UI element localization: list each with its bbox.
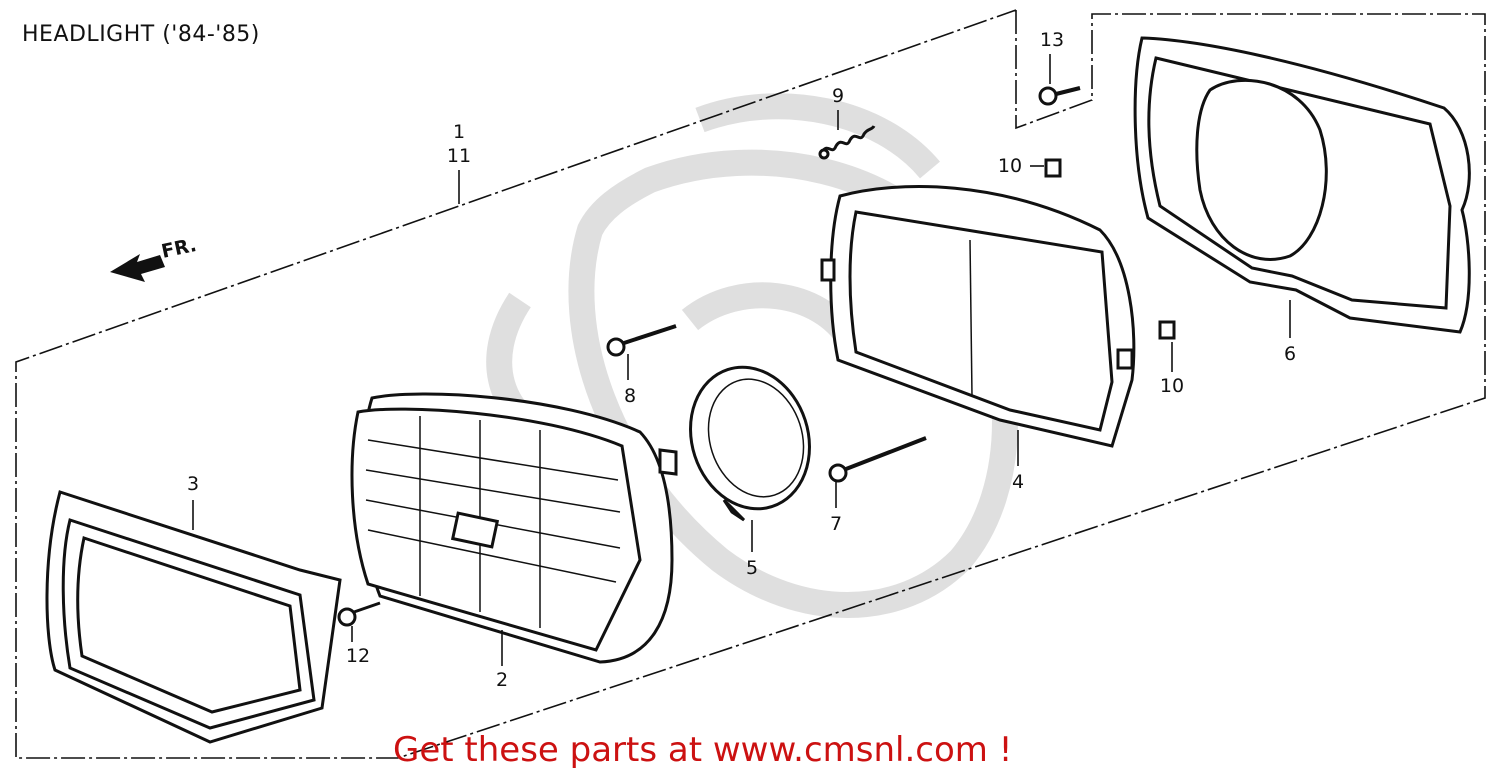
page-title: HEADLIGHT ('84-'85): [22, 22, 260, 47]
callout-8: 8: [624, 385, 636, 407]
part-12-screw: [337, 601, 381, 627]
part-13-screw: [1038, 86, 1081, 106]
part-8-screw: [606, 324, 677, 357]
front-direction-arrow: [110, 254, 165, 282]
callout-1: 1: [453, 121, 465, 143]
part-2-sealed-beam: [350, 392, 678, 664]
callout-11: 11: [447, 145, 471, 167]
part-5-retaining-ring: [689, 365, 811, 522]
part-9-spring: [818, 125, 876, 160]
callout-10-upper: 10: [998, 155, 1022, 177]
callout-5: 5: [746, 557, 758, 579]
callout-6: 6: [1284, 343, 1296, 365]
part-6-mounting-bracket: [1133, 36, 1471, 334]
front-direction-label: FR.: [159, 234, 198, 263]
part-7-screw: [828, 436, 927, 483]
callout-13: 13: [1040, 29, 1064, 51]
part-10-clip-upper: [1044, 158, 1062, 178]
callout-9: 9: [832, 85, 844, 107]
callout-4: 4: [1012, 471, 1024, 493]
part-4-headlight-case: [820, 185, 1136, 448]
footer-link-text[interactable]: Get these parts at www.cmsnl.com !: [393, 730, 1013, 770]
callout-7: 7: [830, 513, 842, 535]
assembly-outline: [15, 9, 1486, 759]
callout-12: 12: [346, 645, 370, 667]
part-3-headlight-rim: [45, 490, 342, 744]
leader-lines: [192, 54, 1291, 666]
callout-10-lower: 10: [1160, 375, 1184, 397]
part-10-clip-lower: [1158, 320, 1176, 340]
callout-3: 3: [187, 473, 199, 495]
callout-2: 2: [496, 669, 508, 691]
